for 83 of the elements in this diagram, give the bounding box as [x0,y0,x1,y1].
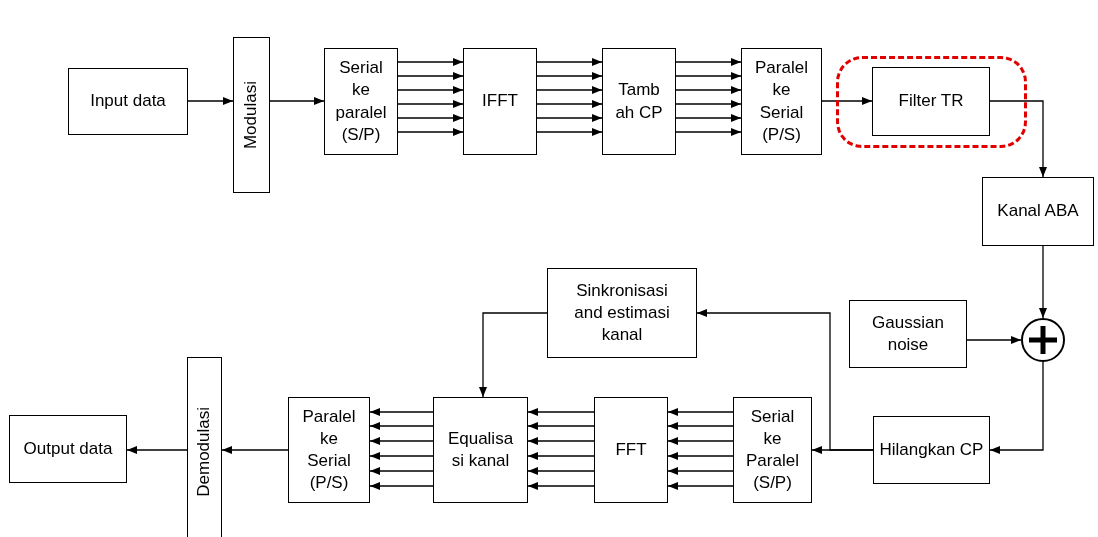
arrow [527,482,595,490]
arrow [126,446,188,454]
box-label: Gaussian noise [871,311,945,356]
arrow [221,446,289,454]
process-box [982,177,1094,246]
arrow [667,408,734,416]
arrow [397,100,464,108]
arrow [536,114,603,122]
arrow [187,97,234,105]
process-box [9,415,127,483]
arrow [667,467,734,475]
process-box [68,68,188,135]
arrow [667,452,734,460]
arrow [667,422,734,430]
box-label: Input data [90,90,166,113]
process-box [547,268,697,358]
box-label: Filter TR [898,90,964,113]
process-box [733,397,812,503]
arrow [397,128,464,136]
arrow [675,86,742,94]
arrow [369,452,434,460]
arrow [536,100,603,108]
process-box [463,48,537,155]
arrow [397,86,464,94]
arrow [527,437,595,445]
arrow [536,86,603,94]
arrow [527,452,595,460]
process-box [849,300,967,368]
process-box [872,67,990,136]
arrow [527,422,595,430]
arrow [536,128,603,136]
arrow [397,114,464,122]
arrow [536,58,603,66]
process-box [741,48,822,155]
box-label: Hilangkan CP [879,438,984,461]
process-box [233,37,270,193]
box-label: Output data [23,437,113,460]
arrow [989,361,1044,454]
arrow [696,309,874,451]
process-box [594,397,668,503]
arrow [479,312,548,398]
arrow [667,437,734,445]
box-label: IFFT [482,90,518,113]
box-label: Kanal ABA [997,200,1079,223]
box-label: Paralel ke Serial (P/S) [301,405,357,495]
arrow [966,336,1022,344]
arrow [675,72,742,80]
arrow [369,437,434,445]
arrow [527,408,595,416]
summing-junction [1021,318,1065,362]
arrow [527,467,595,475]
process-box [288,397,370,503]
box-label: Paralel ke Serial (P/S) [754,57,809,146]
arrow [369,408,434,416]
arrow [675,128,742,136]
box-label: Modulasi [240,80,262,149]
arrow [369,422,434,430]
arrow [369,467,434,475]
box-label: Tamb ah CP [615,79,663,124]
process-box [187,357,222,537]
box-label: Equalisa si kanal [446,427,515,472]
arrow [397,72,464,80]
process-box [433,397,528,503]
box-label: Serial ke paralel (S/P) [334,57,388,146]
box-label: FFT [615,438,647,461]
arrow [1039,245,1047,319]
box-label: Demodulasi [193,407,215,497]
arrow [675,100,742,108]
arrow [397,58,464,66]
process-box [602,48,676,155]
arrow [675,114,742,122]
process-box [873,416,990,484]
arrow [675,58,742,66]
arrow [989,100,1047,178]
arrow [269,97,325,105]
highlight-outline [836,56,1027,148]
arrow [369,482,434,490]
box-label: Sinkronisasi and estimasi kanal [573,279,671,347]
arrow [667,482,734,490]
box-label: Serial ke Paralel (S/P) [745,405,800,495]
process-box [324,48,398,155]
arrow [536,72,603,80]
arrow [821,97,873,105]
